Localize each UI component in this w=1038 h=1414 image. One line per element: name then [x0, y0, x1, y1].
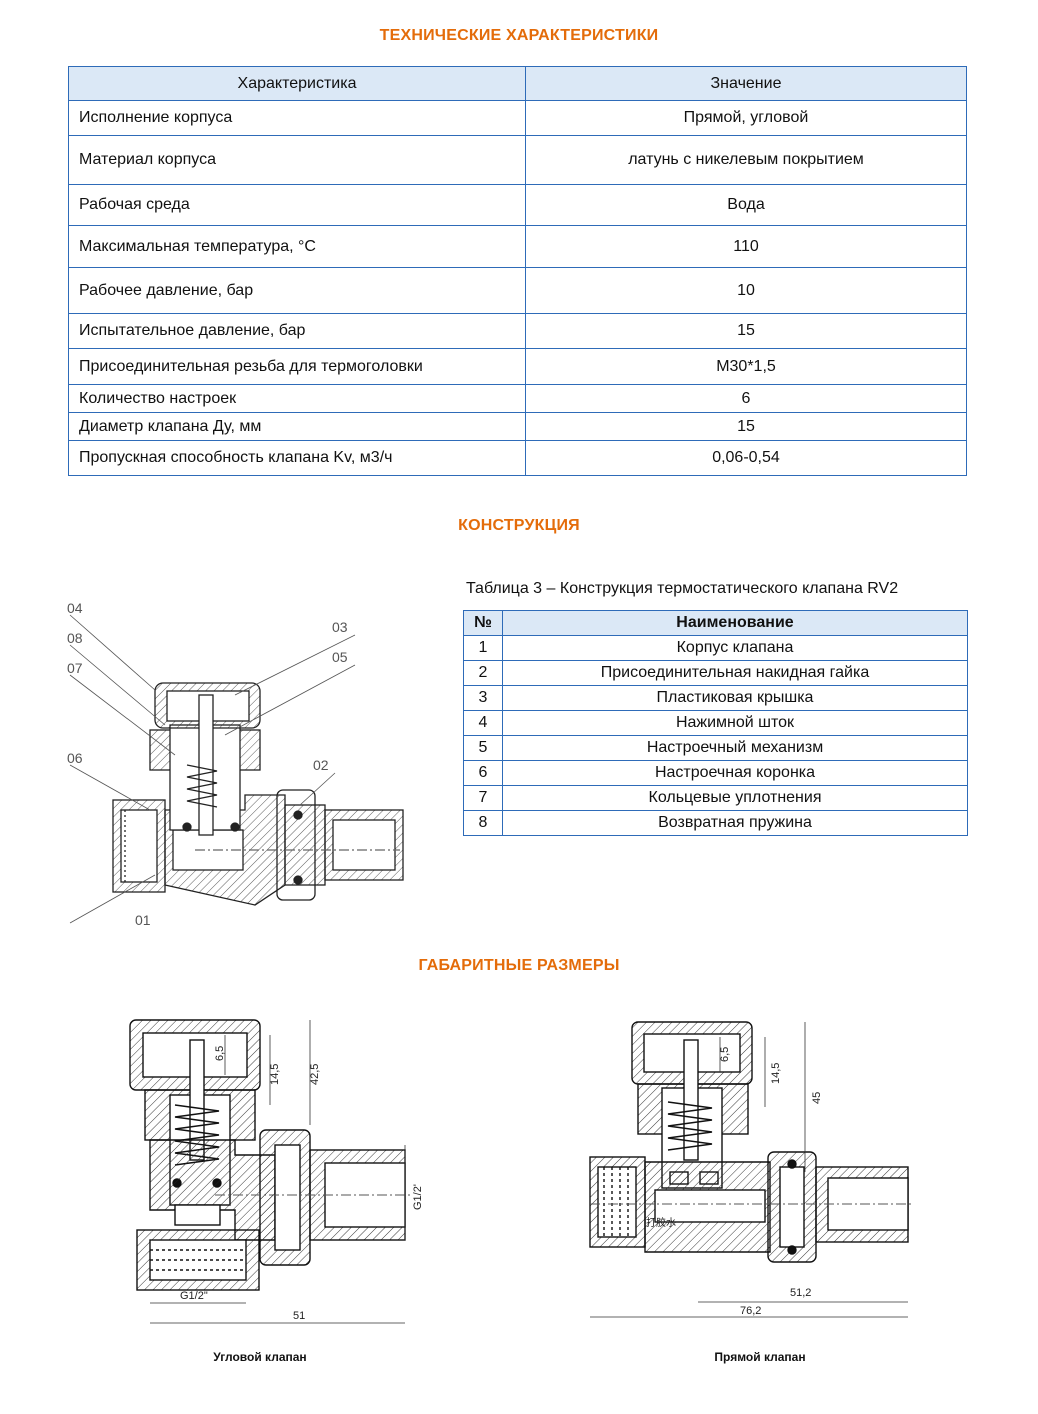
row-value: 110	[525, 225, 967, 268]
row-key: Материал корпуса	[68, 135, 526, 185]
dim-g1-2-inlet: G1/2"	[180, 1290, 208, 1302]
col-value: Значение	[525, 66, 967, 101]
row-value: 0,06-0,54	[525, 440, 967, 476]
tech-table-header: Характеристика Значение	[68, 66, 967, 101]
part-number: 6	[463, 760, 503, 786]
part-number: 7	[463, 785, 503, 811]
dim-14-5: 14,5	[269, 1064, 281, 1085]
callout-08: 08	[67, 630, 83, 646]
callout-03: 03	[332, 619, 348, 635]
dim-51-2: 51,2	[790, 1287, 811, 1299]
dim-6-5: 6,5	[214, 1046, 226, 1061]
callout-06: 06	[67, 750, 83, 766]
part-number: 8	[463, 810, 503, 836]
callout-05: 05	[332, 649, 348, 665]
part-name: Корпус клапана	[502, 635, 968, 661]
col-number: №	[463, 610, 503, 636]
part-number: 5	[463, 735, 503, 761]
dim-g1-2-outlet: G1/2'	[412, 1184, 424, 1210]
angle-valve-caption: Угловой клапан	[213, 1350, 307, 1364]
col-characteristic: Характеристика	[68, 66, 526, 101]
row-key: Испытательное давление, бар	[68, 313, 526, 349]
row-key: Максимальная температура, °С	[68, 225, 526, 268]
part-name: Нажимной шток	[502, 710, 968, 736]
callout-01: 01	[135, 912, 151, 928]
part-number: 1	[463, 635, 503, 661]
part-name: Кольцевые уплотнения	[502, 785, 968, 811]
row-key: Рабочая среда	[68, 184, 526, 226]
part-number: 4	[463, 710, 503, 736]
tech-table: Характеристика Значение Исполнение корпу…	[68, 66, 967, 476]
valve-section-drawing: 04 08 07 06 01 03 05 02	[67, 600, 404, 928]
straight-valve-drawing: 6,5 14,5 45 51,2 76,2 打胶水	[589, 1021, 912, 1318]
row-value: M30*1,5	[525, 348, 967, 385]
row-key: Присоединительная резьба для термоголовк…	[68, 348, 526, 385]
dim-14-5: 14,5	[770, 1063, 782, 1084]
dim-76-2: 76,2	[740, 1305, 761, 1317]
part-name: Возвратная пружина	[502, 810, 968, 836]
row-value: 10	[525, 267, 967, 314]
dimensions-heading: ГАБАРИТНЫЕ РАЗМЕРЫ	[418, 957, 620, 974]
part-name: Настроечная коронка	[502, 760, 968, 786]
angle-valve-drawing: 6,5 14,5 42,5 G1/2' G1/2" 51	[129, 1019, 424, 1324]
construction-heading: КОНСТРУКЦИЯ	[458, 517, 580, 534]
part-name: Присоединительная накидная гайка	[502, 660, 968, 686]
parts-table-header: № Наименование	[463, 610, 968, 636]
part-number: 3	[463, 685, 503, 711]
callout-07: 07	[67, 660, 83, 676]
tech-heading: ТЕХНИЧЕСКИЕ ХАРАКТЕРИСТИКИ	[379, 27, 659, 44]
row-key: Рабочее давление, бар	[68, 267, 526, 314]
row-value: 6	[525, 384, 967, 413]
row-key: Исполнение корпуса	[68, 100, 526, 136]
row-value: 15	[525, 313, 967, 349]
parts-table-caption: Таблица 3 – Конструкция термостатическог…	[466, 580, 899, 597]
row-value: 15	[525, 412, 967, 441]
row-key: Пропускная способность клапана Kv, м3/ч	[68, 440, 526, 476]
callout-02: 02	[313, 757, 329, 773]
row-key: Диаметр клапана Ду, мм	[68, 412, 526, 441]
dim-42-5: 42,5	[309, 1064, 321, 1085]
straight-valve-caption: Прямой клапан	[714, 1350, 806, 1364]
col-name: Наименование	[502, 610, 968, 636]
callout-04: 04	[67, 600, 83, 616]
part-name: Настроечный механизм	[502, 735, 968, 761]
dim-45: 45	[811, 1092, 823, 1104]
dim-6-5: 6,5	[719, 1047, 731, 1062]
row-value: Вода	[525, 184, 967, 226]
part-number: 2	[463, 660, 503, 686]
table-row: Присоединительная резьба для термоголовк…	[68, 348, 967, 385]
glue-marking: 打胶水	[646, 1216, 676, 1229]
part-name: Пластиковая крышка	[502, 685, 968, 711]
row-key: Количество настроек	[68, 384, 526, 413]
row-value: Прямой, угловой	[525, 100, 967, 136]
row-value: латунь с никелевым покрытием	[525, 135, 967, 185]
dim-51: 51	[293, 1310, 305, 1322]
